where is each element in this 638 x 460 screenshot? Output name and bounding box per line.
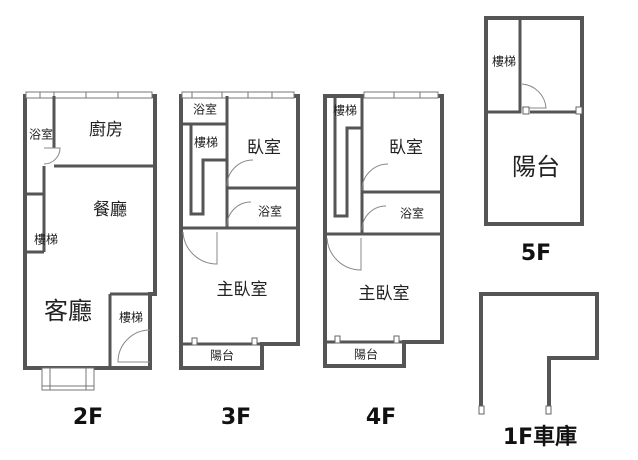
- room-label-4f-bedroom: 臥室: [389, 138, 423, 158]
- floor-3f-balcony-post: [191, 337, 198, 346]
- floor-2f-bay-window: [41, 367, 95, 391]
- room-label-4f-master: 主臥室: [359, 284, 410, 304]
- room-label-2f-living: 客廳: [44, 297, 92, 325]
- floor-4f-top-window: [363, 91, 439, 99]
- floor-5f-wall-post: [575, 106, 583, 115]
- floor-5f-plan: 樓梯 陽台 5F: [484, 16, 584, 266]
- room-label-3f-balcony: 陽台: [210, 348, 234, 363]
- floor-3f-plan: 浴室 樓梯 臥室 浴室 主臥室 陽台 3F: [179, 91, 300, 430]
- room-label-3f-bedroom: 臥室: [247, 138, 281, 158]
- floor-label-3f: 3F: [221, 405, 251, 430]
- floor-4f-master-door: [326, 237, 362, 271]
- floor-4f-balcony-post: [393, 335, 400, 344]
- floor-2f-top-window: [25, 91, 153, 99]
- floor-5f-stair-wall: [486, 18, 522, 114]
- floor-4f-plan: 樓梯 臥室 浴室 主臥室 陽台 4F: [323, 91, 444, 430]
- floor-5f-stair-door: [521, 83, 547, 109]
- floor-2f-stair-door: [117, 329, 151, 363]
- room-label-3f-bath-top: 浴室: [193, 102, 217, 117]
- room-label-3f-bath: 浴室: [258, 204, 282, 219]
- floor-1f-outline: [479, 292, 599, 414]
- floor-label-2f: 2F: [73, 405, 103, 430]
- room-label-2f-dining: 餐廳: [93, 200, 127, 220]
- floor-3f-bedroom-door: [226, 159, 254, 187]
- floor-2f-plan: 浴室 廚房 餐廳 樓梯 客廳 樓梯 2F: [23, 91, 157, 430]
- room-label-5f-balcony: 陽台: [512, 153, 560, 181]
- floor-4f-stair-wall: [333, 96, 362, 218]
- room-label-2f-bath: 浴室: [29, 127, 53, 142]
- floor-4f-bath-door: [361, 205, 387, 231]
- floor-label-5f: 5F: [521, 241, 551, 266]
- floor-3f-bath-door: [226, 201, 252, 227]
- room-label-4f-bath: 浴室: [400, 206, 424, 221]
- room-label-2f-stair: 樓梯: [119, 310, 143, 325]
- floor-4f-outline: [323, 94, 444, 368]
- room-label-3f-master: 主臥室: [217, 280, 268, 300]
- room-label-5f-stair: 樓梯: [492, 54, 516, 69]
- floor-3f-stair-wall: [189, 124, 227, 216]
- room-label-3f-stair: 樓梯: [194, 135, 218, 150]
- floor-label-1f-garage: 1F車庫: [503, 424, 577, 450]
- floor-1f-garage-plan: 1F車庫: [478, 292, 599, 450]
- floor-1f-post: [478, 405, 485, 415]
- floor-4f-balcony-post: [334, 335, 341, 344]
- floor-4f-bedroom-door: [361, 163, 389, 191]
- floor-3f-top-window: [181, 91, 295, 99]
- floor-5f-outline: [484, 16, 584, 226]
- floor-3f-master-door: [182, 231, 218, 265]
- room-label-2f-stair-small: 樓梯: [34, 232, 58, 247]
- floor-3f-balcony-post: [251, 337, 258, 346]
- floor-1f-post: [545, 405, 552, 415]
- room-label-4f-stair: 樓梯: [333, 103, 357, 118]
- floor-label-4f: 4F: [366, 405, 396, 430]
- floor-5f-door-post: [522, 106, 530, 115]
- floor-2f-bath-door: [43, 147, 61, 165]
- room-label-4f-balcony: 陽台: [354, 347, 378, 362]
- room-label-2f-kitchen: 廚房: [89, 119, 123, 140]
